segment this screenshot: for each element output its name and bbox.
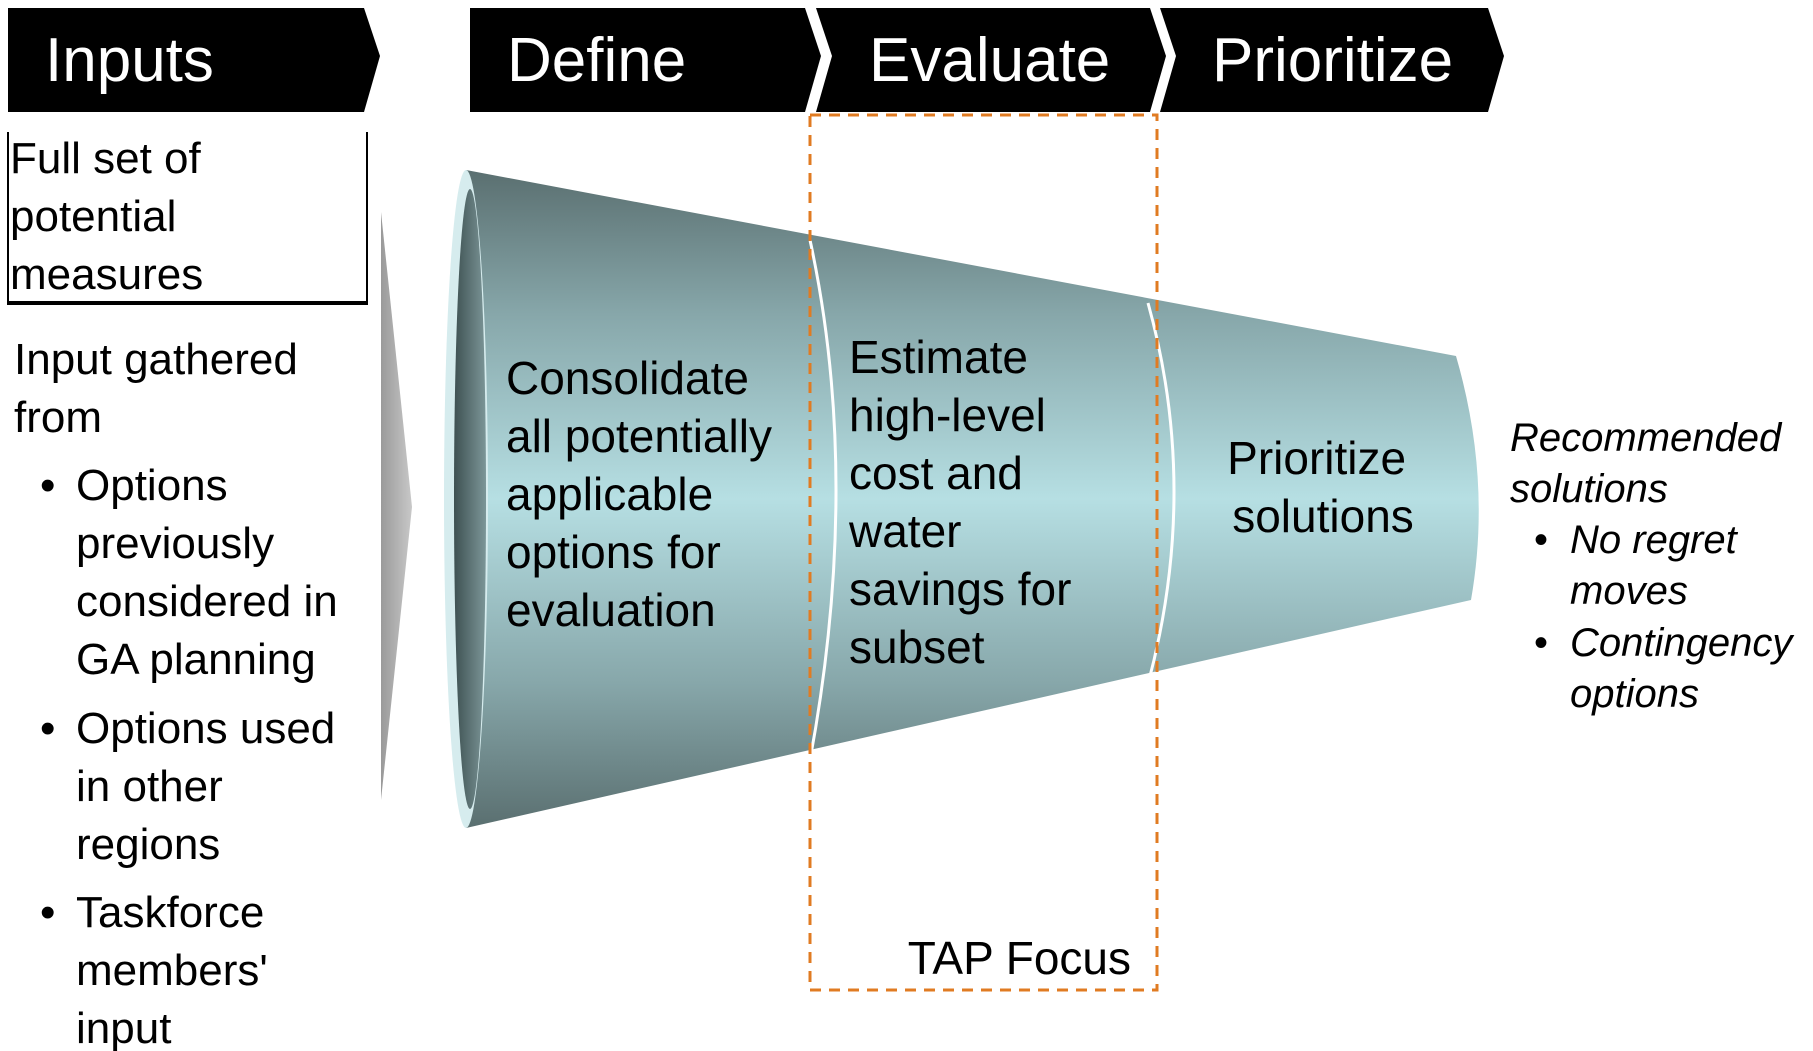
define-stage-text: Consolidate all potentially applicable o… <box>506 352 785 636</box>
tap-focus-border <box>808 113 1159 992</box>
funnel-body <box>466 170 1479 828</box>
bullet-dot: • <box>1534 518 1548 562</box>
bullet-dot: • <box>40 704 55 753</box>
input-bullet-text: Taskforce members' input <box>76 888 280 1051</box>
inputs-box-line: Full set of <box>10 134 202 183</box>
output-bullet-text: No regret moves <box>1570 518 1748 613</box>
bullet-dot: • <box>1534 621 1548 665</box>
inputs-box: Full set of potential measures <box>7 132 368 305</box>
input-bullet-item: • Options previously considered in GA pl… <box>40 461 350 684</box>
header-prioritize-chevron <box>1160 8 1504 112</box>
output-bullet-item: • Contingency options <box>1534 621 1804 716</box>
prioritize-stage-text: Prioritize solutions <box>1227 432 1419 542</box>
header-prioritize-label: Prioritize <box>1212 26 1453 95</box>
outputs-heading: Recommended solutions <box>1510 416 1792 511</box>
input-bullet-text: Options previously considered in GA plan… <box>76 461 350 684</box>
header-evaluate-label: Evaluate <box>869 26 1110 95</box>
input-bullet-text: Options used in other regions <box>76 704 348 869</box>
header-bar: Inputs Define Evaluate Prioritize <box>8 8 1504 112</box>
input-bullet-item: • Options used in other regions <box>40 704 348 869</box>
evaluate-stage-text: Estimate high-level cost and water savin… <box>848 331 1084 673</box>
output-bullet-text: Contingency options <box>1570 621 1804 716</box>
inputs-box-line: measures <box>10 250 203 299</box>
input-gathered-section: Input gathered from • Options previously… <box>14 335 350 1051</box>
bullet-dot: • <box>40 461 55 510</box>
header-define-chevron <box>470 8 821 112</box>
header-inputs-chevron <box>8 8 380 112</box>
funnel-opening <box>454 189 486 809</box>
funnel-divider-evaluate-prioritize <box>1146 302 1176 685</box>
header-define-label: Define <box>507 26 686 95</box>
header-inputs-label: Inputs <box>45 26 214 95</box>
header-evaluate-chevron <box>816 8 1166 112</box>
funnel-divider-define-evaluate <box>808 239 838 761</box>
inputs-box-text: Full set of potential measures <box>10 134 213 299</box>
tap-focus-box: TAP Focus <box>808 113 1159 992</box>
tap-focus-label: TAP Focus <box>908 932 1131 984</box>
inputs-box-line: potential <box>10 192 176 241</box>
funnel <box>444 170 1479 828</box>
input-gathered-heading: Input gathered from <box>14 335 310 442</box>
input-bullet-item: • Taskforce members' input <box>40 888 280 1051</box>
bullet-dot: • <box>40 888 55 937</box>
output-bullet-item: • No regret moves <box>1534 518 1748 613</box>
input-arrow-shape <box>381 212 412 800</box>
outputs-section: Recommended solutions • No regret moves … <box>1510 416 1804 716</box>
